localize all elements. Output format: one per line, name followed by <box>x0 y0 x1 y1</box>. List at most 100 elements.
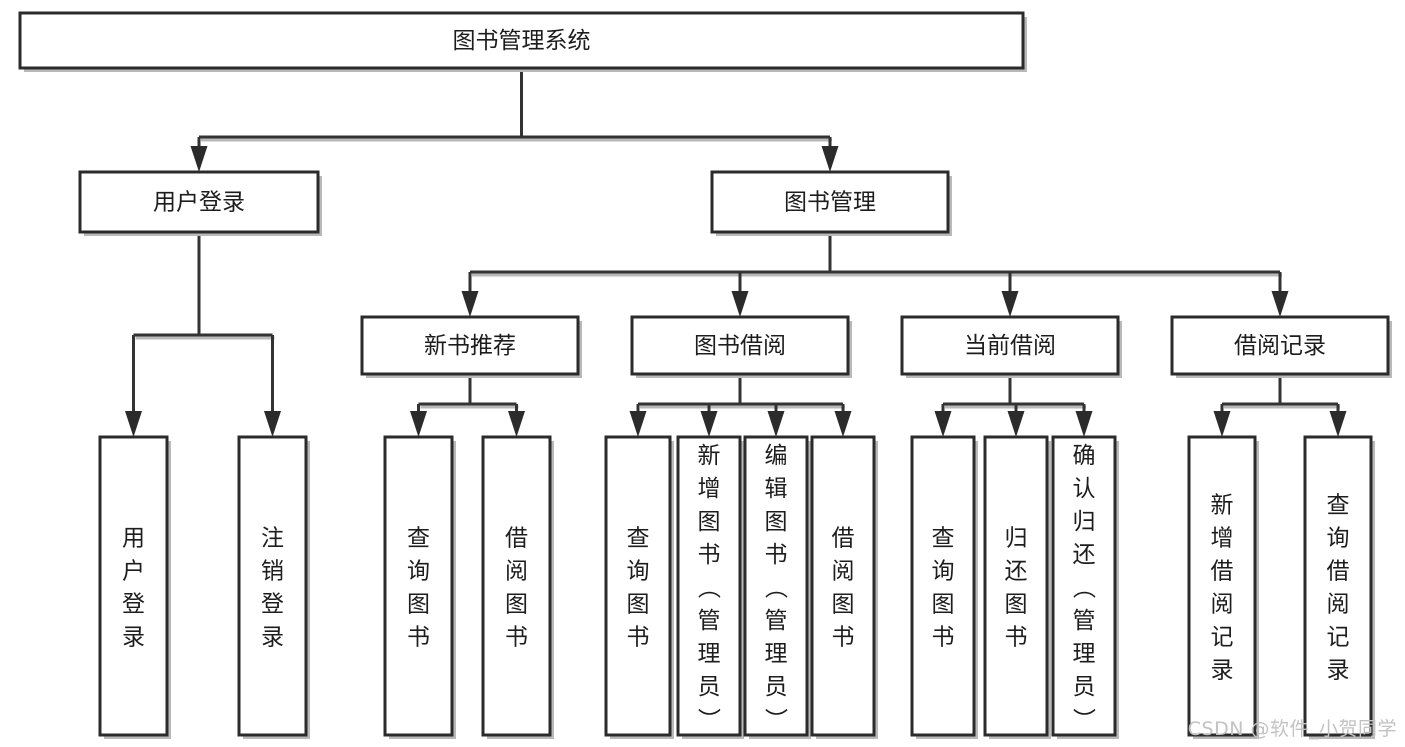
svg-text:管: 管 <box>698 608 721 634</box>
svg-text:图: 图 <box>765 509 788 535</box>
node-rect[interactable] <box>900 315 1120 376</box>
svg-text:认: 认 <box>1073 476 1096 502</box>
svg-text:录: 录 <box>122 625 145 651</box>
svg-text:书: 书 <box>627 625 650 651</box>
svg-text:录: 录 <box>261 625 284 651</box>
node-rect[interactable] <box>1051 435 1117 737</box>
node-label: 借阅记录 <box>1234 333 1326 359</box>
node-label: 图书借阅 <box>694 333 786 359</box>
svg-text:户: 户 <box>122 559 145 585</box>
node-current-borrow[interactable]: 当前借阅 <box>900 315 1122 378</box>
svg-text:管: 管 <box>1073 608 1096 634</box>
node-rect[interactable] <box>604 435 672 737</box>
node-rect[interactable] <box>983 435 1049 737</box>
node-root[interactable]: 图书管理系统 <box>18 11 1027 72</box>
node-rect[interactable] <box>630 315 850 376</box>
svg-text:）: ） <box>1070 708 1096 731</box>
svg-text:员: 员 <box>698 674 721 700</box>
svg-text:员: 员 <box>765 674 788 700</box>
node-rect[interactable] <box>98 435 169 737</box>
node-rect[interactable] <box>1170 315 1390 376</box>
node-book-borrow[interactable]: 图书借阅 <box>630 315 852 378</box>
node-label: 用户登录 <box>153 190 245 216</box>
svg-text:新: 新 <box>698 443 721 469</box>
svg-text:记: 记 <box>1211 625 1234 651</box>
node-rect[interactable] <box>237 435 308 737</box>
svg-text:图: 图 <box>698 509 721 535</box>
node-leaf-user-login[interactable]: 用户登录 <box>98 435 171 739</box>
svg-text:查: 查 <box>407 526 430 552</box>
svg-text:查: 查 <box>1327 493 1350 519</box>
node-rect[interactable] <box>676 435 742 737</box>
svg-text:书: 书 <box>765 542 788 568</box>
node-rect[interactable] <box>78 170 320 234</box>
watermark-label: CSDN @软件_小贺同学 <box>1187 718 1397 740</box>
node-rect[interactable] <box>18 11 1025 70</box>
svg-text:阅: 阅 <box>1327 592 1350 618</box>
svg-text:借: 借 <box>1211 559 1234 585</box>
svg-text:登: 登 <box>261 592 284 618</box>
node-rect[interactable] <box>383 435 454 737</box>
svg-text:借: 借 <box>505 526 528 552</box>
svg-text:图: 图 <box>832 592 855 618</box>
svg-text:询: 询 <box>1327 526 1350 552</box>
node-rect[interactable] <box>743 435 809 737</box>
node-rect[interactable] <box>810 435 876 737</box>
node-borrow-record[interactable]: 借阅记录 <box>1170 315 1392 378</box>
svg-text:（: （ <box>695 576 721 599</box>
svg-text:还: 还 <box>1073 542 1096 568</box>
node-new-book-rec[interactable]: 新书推荐 <box>360 315 582 378</box>
node-rect[interactable] <box>710 170 950 234</box>
svg-text:编: 编 <box>765 443 788 469</box>
svg-text:阅: 阅 <box>832 559 855 585</box>
svg-text:）: ） <box>695 708 721 731</box>
node-rect[interactable] <box>910 435 976 737</box>
node-label: 用户登录 <box>122 526 145 651</box>
svg-text:阅: 阅 <box>1211 592 1234 618</box>
svg-text:理: 理 <box>765 641 788 667</box>
svg-text:图: 图 <box>505 592 528 618</box>
svg-text:阅: 阅 <box>505 559 528 585</box>
svg-text:（: （ <box>762 576 788 599</box>
svg-text:查: 查 <box>627 526 650 552</box>
node-rect[interactable] <box>360 315 580 376</box>
svg-text:注: 注 <box>261 526 284 552</box>
svg-text:管: 管 <box>765 608 788 634</box>
svg-text:书: 书 <box>407 625 430 651</box>
svg-text:确: 确 <box>1073 443 1096 469</box>
node-rect[interactable] <box>1303 435 1373 737</box>
node-book-manage[interactable]: 图书管理 <box>710 170 952 236</box>
node-label: 当前借阅 <box>964 333 1056 359</box>
svg-text:记: 记 <box>1327 625 1350 651</box>
svg-text:借: 借 <box>832 526 855 552</box>
node-rect[interactable] <box>1187 435 1257 737</box>
node-rect[interactable] <box>481 435 552 737</box>
svg-text:辑: 辑 <box>765 476 788 502</box>
svg-text:理: 理 <box>1073 641 1096 667</box>
svg-text:书: 书 <box>505 625 528 651</box>
svg-text:归: 归 <box>1073 509 1096 535</box>
svg-text:用: 用 <box>122 526 145 552</box>
svg-text:图: 图 <box>1005 592 1028 618</box>
node-user-login[interactable]: 用户登录 <box>78 170 322 236</box>
svg-text:书: 书 <box>1005 625 1028 651</box>
